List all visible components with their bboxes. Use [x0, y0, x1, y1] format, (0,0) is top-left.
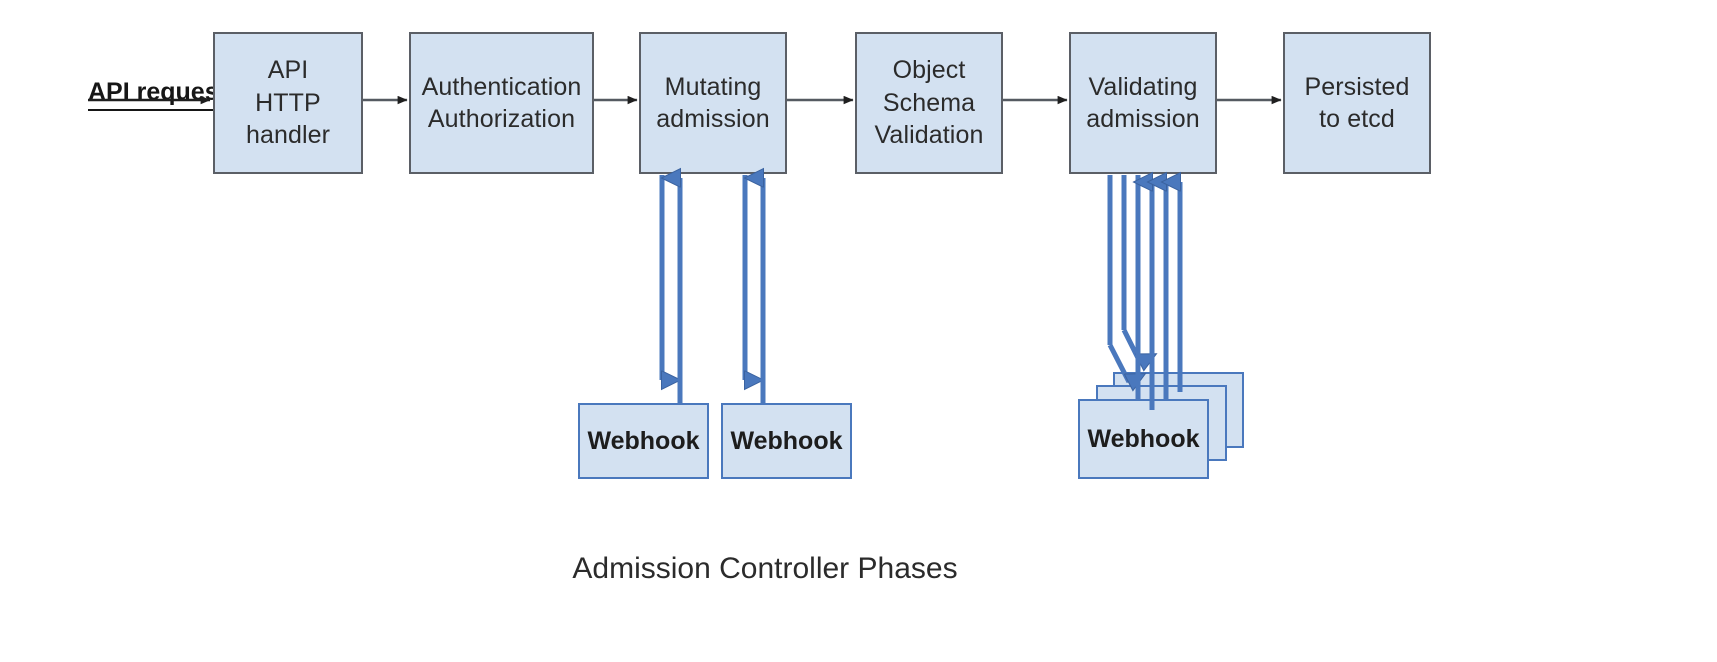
- webhook-arrow-validating-call-2: [1121, 175, 1140, 362]
- phase-label-validating-admission: Validating admission: [1086, 72, 1200, 134]
- phase-box-object-schema-validation[interactable]: Object Schema Validation: [855, 32, 1003, 174]
- phase-label-object-schema-validation: Object Schema Validation: [874, 56, 984, 150]
- phase-box-validating-admission[interactable]: Validating admission: [1069, 32, 1217, 174]
- phase-box-mutating-admission[interactable]: Mutating admission: [639, 32, 787, 174]
- phase-box-persisted-to-etcd[interactable]: Persisted to etcd: [1283, 32, 1431, 174]
- webhook-box-mutating-2[interactable]: Webhook: [721, 403, 852, 479]
- webhook-label-mutating-1: Webhook: [587, 426, 700, 455]
- phase-label-mutating-admission: Mutating admission: [656, 72, 770, 134]
- phase-label-persisted-to-etcd: Persisted to etcd: [1304, 72, 1410, 134]
- diagram-caption: Admission Controller Phases: [572, 552, 958, 585]
- webhook-label-mutating-2: Webhook: [730, 426, 843, 455]
- phase-label-authentication: Authentication Authorization: [421, 72, 582, 134]
- webhook-box-validating-front[interactable]: Webhook: [1078, 399, 1209, 479]
- phase-box-authentication[interactable]: Authentication Authorization: [409, 32, 594, 174]
- phase-label-api-http-handler: API HTTP handler: [245, 56, 331, 150]
- webhook-arrow-validating-call-1: [1107, 175, 1129, 382]
- webhook-label-validating: Webhook: [1087, 424, 1200, 453]
- api-request-label: API request: [88, 78, 227, 111]
- phase-box-api-http-handler[interactable]: API HTTP handler: [213, 32, 363, 174]
- webhook-box-mutating-1[interactable]: Webhook: [578, 403, 709, 479]
